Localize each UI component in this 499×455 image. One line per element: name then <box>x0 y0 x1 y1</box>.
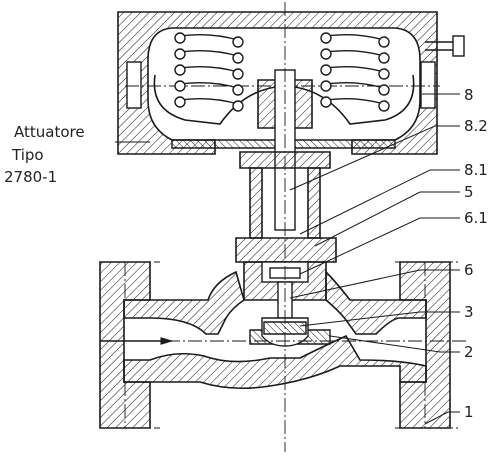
callout-8-1: 8.1 <box>464 161 488 179</box>
callout-6-1: 6.1 <box>464 209 488 227</box>
actuator-label-line2: Tipo <box>11 146 44 164</box>
callout-3: 3 <box>464 303 474 321</box>
actuator-label: Attuatore Tipo 2780-1 <box>4 123 85 186</box>
callout-5: 5 <box>464 183 474 201</box>
callout-8: 8 <box>464 86 474 104</box>
yoke-and-stem <box>235 69 337 319</box>
actuator-label-line3: 2780-1 <box>4 168 57 186</box>
callout-2: 2 <box>464 343 474 361</box>
valve-body <box>99 261 451 429</box>
actuator-housing <box>117 11 465 155</box>
callout-1: 1 <box>464 403 474 421</box>
callout-6: 6 <box>464 261 474 279</box>
leader-lines <box>115 93 460 425</box>
callout-8-2: 8.2 <box>464 117 488 135</box>
centre-lines <box>100 2 466 452</box>
actuator-label-line1: Attuatore <box>14 123 85 141</box>
callout-labels: 8 8.2 8.1 5 6.1 6 3 2 1 <box>464 86 488 421</box>
actuator-springs <box>174 32 390 112</box>
